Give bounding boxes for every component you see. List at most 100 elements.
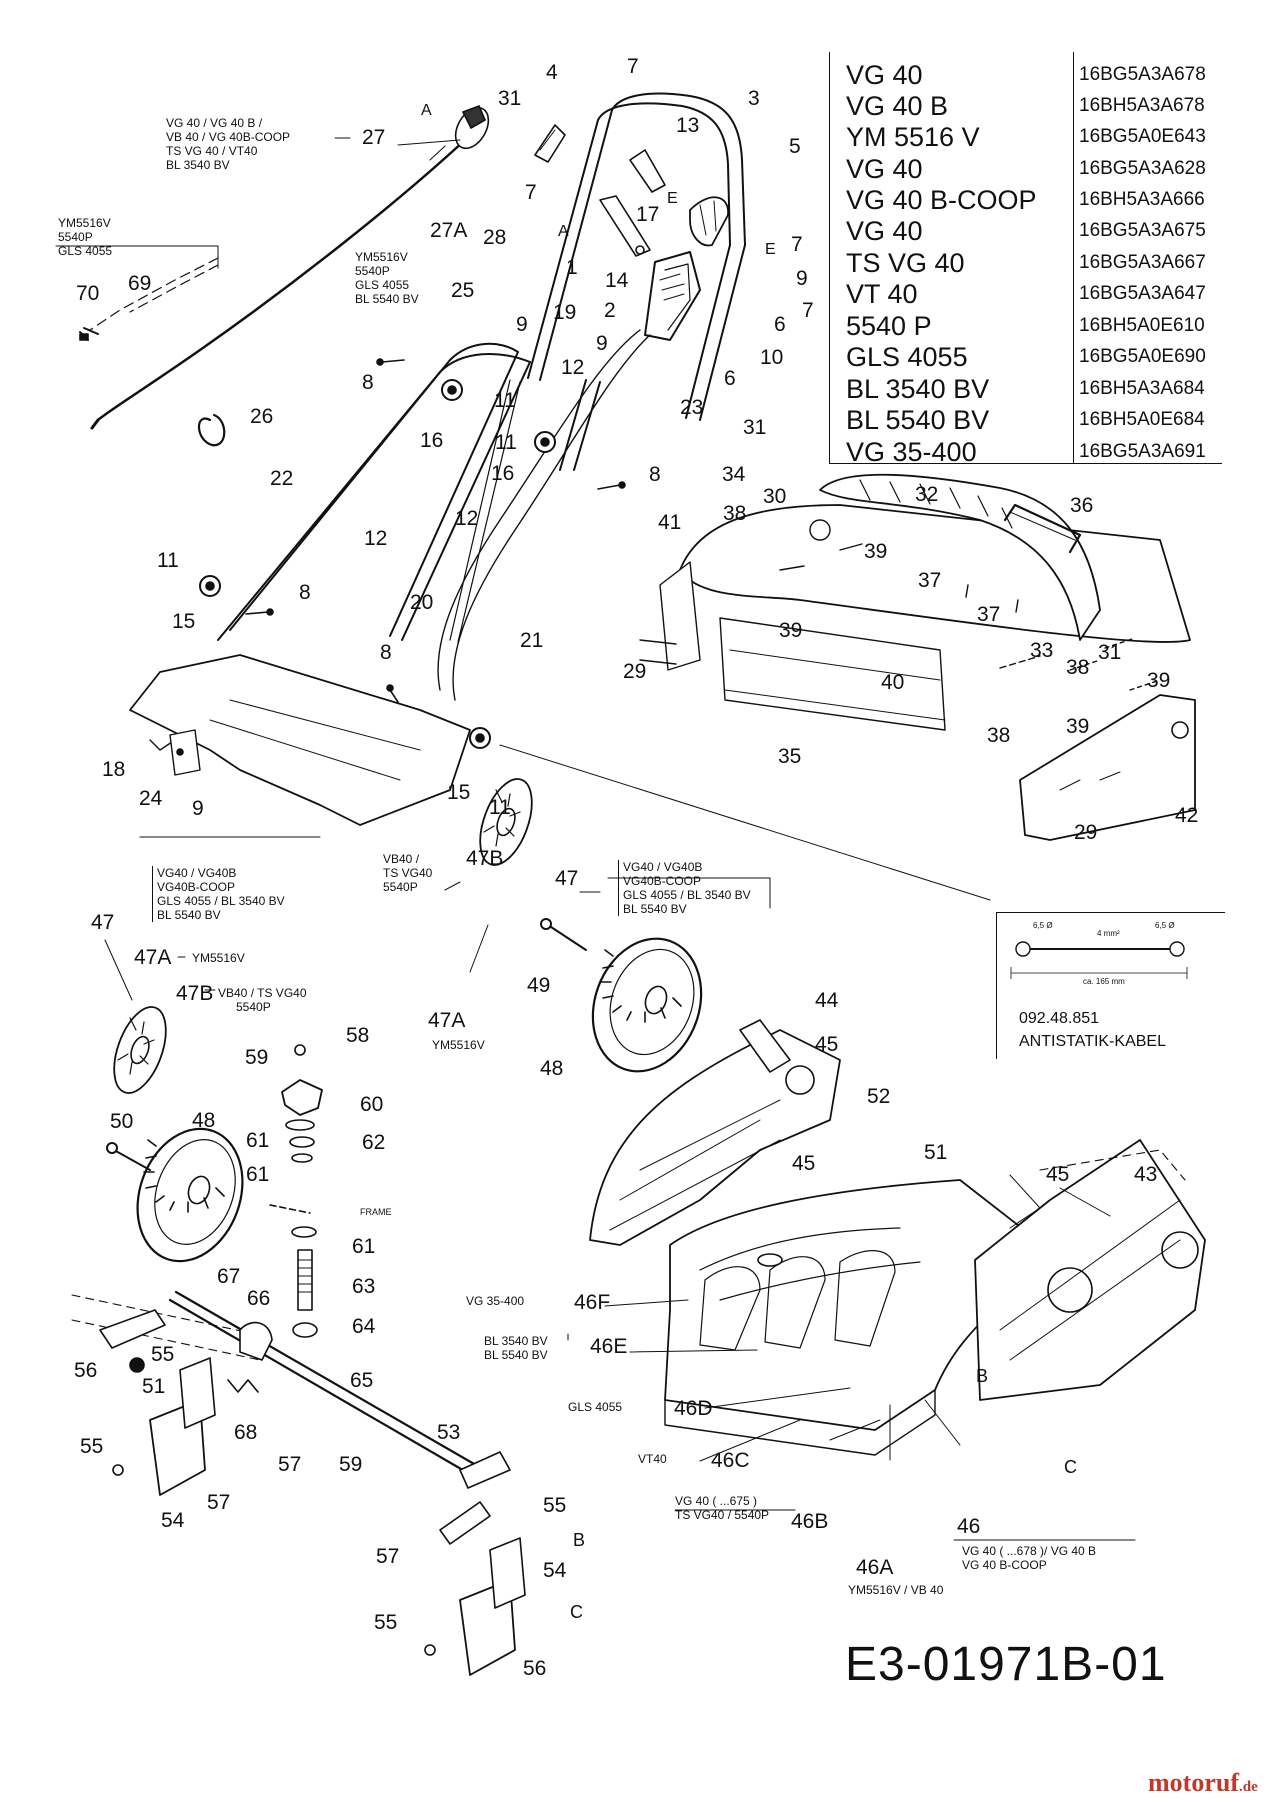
callout-40: 40 <box>881 671 905 694</box>
leader-lines-46 <box>604 1174 1111 1462</box>
callout-22: 22 <box>270 467 294 490</box>
note-46a: YM5516V / VB 40 <box>848 1583 943 1597</box>
note-line: VG 40 ( ...678 )/ VG 40 B <box>962 1544 1097 1558</box>
callout-59: 59 <box>245 1046 269 1069</box>
callout-37: 37 <box>977 603 1001 626</box>
callout-E: E <box>765 241 776 258</box>
callout-47B: 47B <box>466 847 504 870</box>
callout-3: 3 <box>748 87 760 110</box>
callout-51: 51 <box>924 1141 948 1164</box>
callout-B: B <box>573 1530 586 1550</box>
callout-10: 10 <box>760 346 784 369</box>
note-27: VG 40 / VG 40 B / VB 40 / VG 40B-COOP TS… <box>166 116 290 172</box>
model-name: VG 40 <box>846 154 923 184</box>
callout-52: 52 <box>867 1085 891 1108</box>
callout-A: A <box>558 223 569 240</box>
model-code: 16BH5A3A666 <box>1079 189 1205 210</box>
callout-5: 5 <box>789 135 801 158</box>
callout-7: 7 <box>791 233 803 256</box>
callout-54: 54 <box>161 1509 185 1532</box>
callout-31: 31 <box>498 87 522 110</box>
side-panel-44 <box>589 1019 841 1246</box>
model-code: 16BH5A3A678 <box>1079 95 1205 116</box>
note-line: YM5516V <box>432 1038 485 1052</box>
callout-46: 46 <box>957 1515 981 1538</box>
frame-label: FRAME <box>360 1206 392 1219</box>
callout-25: 25 <box>451 279 475 302</box>
note-line: VG 40 / VG 40 B / <box>166 116 263 130</box>
callout-50: 50 <box>110 1110 134 1133</box>
note-46e: BL 3540 BV BL 5540 BV <box>484 1334 548 1362</box>
callout-33: 33 <box>1030 639 1054 662</box>
callout-35: 35 <box>778 745 802 768</box>
antistatic-cable-inset: 6,5 Ø 4 mm² 6,5 Ø ca. 165 mm 092.48.851 … <box>996 912 1225 1059</box>
callout-14: 14 <box>605 269 629 292</box>
model-name: GLS 4055 <box>846 342 968 372</box>
callout-8: 8 <box>380 641 392 664</box>
model-code: 16BH5A0E684 <box>1079 409 1205 430</box>
note-line: 5540P <box>236 1000 271 1014</box>
callout-55: 55 <box>543 1494 567 1517</box>
note-line: BL 3540 BV <box>484 1334 548 1348</box>
callout-65: 65 <box>350 1369 374 1392</box>
callout-7: 7 <box>802 299 814 322</box>
callout-29: 29 <box>1074 821 1098 844</box>
callout-46C: 46C <box>711 1449 750 1472</box>
watermark-name: motoruf <box>1148 1768 1239 1797</box>
callout-57: 57 <box>376 1545 400 1568</box>
callout-18: 18 <box>102 758 126 781</box>
callout-48: 48 <box>540 1057 564 1080</box>
callout-16: 16 <box>491 462 515 485</box>
bracket-4 <box>534 124 566 163</box>
model-name: VG 40 B-COOP <box>846 185 1037 215</box>
watermark-tld: .de <box>1238 1779 1258 1795</box>
callout-64: 64 <box>352 1315 376 1338</box>
note-47b-left: VB40 / TS VG40 5540P <box>218 986 307 1014</box>
callout-24: 24 <box>139 787 163 810</box>
callout-20: 20 <box>410 591 434 614</box>
model-name: VG 40 B <box>846 91 949 121</box>
callout-26: 26 <box>250 405 274 428</box>
callout-49: 49 <box>527 974 551 997</box>
cable-part-number: 092.48.851 <box>1019 1010 1100 1027</box>
callout-53: 53 <box>437 1421 461 1444</box>
rear-cover-assembly <box>639 504 1191 731</box>
callout-43: 43 <box>1134 1163 1158 1186</box>
callout-61: 61 <box>246 1163 270 1186</box>
screws-8 <box>245 358 626 703</box>
table-row: VG 40 B-COOP 16BH5A3A666 <box>830 183 1222 215</box>
model-name: BL 5540 BV <box>846 405 990 435</box>
callout-57: 57 <box>207 1491 231 1514</box>
model-name: VG 40 <box>846 216 923 246</box>
note-47a-left: YM5516V <box>192 951 245 965</box>
callout-62: 62 <box>362 1131 386 1154</box>
callout-9: 9 <box>796 267 808 290</box>
note-46d: GLS 4055 <box>568 1400 622 1414</box>
screws-37-38-39 <box>779 543 1161 691</box>
watermark-logo[interactable]: motoruf.de <box>1148 1768 1258 1798</box>
callout-46A: 46A <box>856 1556 894 1579</box>
note-line: GLS 4055 <box>58 244 113 258</box>
note-line: 5540P <box>58 230 93 244</box>
callout-47A: 47A <box>428 1009 466 1032</box>
note-69-70: YM5516V 5540P GLS 4055 <box>58 216 112 258</box>
note-line: VG40B-COOP <box>623 874 702 888</box>
cable-length: ca. 165 mm <box>1083 977 1125 986</box>
housing-deck-46 <box>664 1179 1051 1456</box>
callout-56: 56 <box>523 1657 547 1680</box>
callout-12: 12 <box>561 356 585 379</box>
rear-axle-53 <box>71 1290 511 1545</box>
callout-8: 8 <box>362 371 374 394</box>
note-line: BL 5540 BV <box>623 902 687 916</box>
note-46c: VT40 <box>638 1452 667 1466</box>
callout-7: 7 <box>627 55 639 78</box>
note-line: BL 5540 BV <box>484 1348 548 1362</box>
callout-11: 11 <box>489 796 511 819</box>
lower-handle-22-23 <box>217 342 601 643</box>
cable-end-group-69-70 <box>55 245 219 341</box>
model-code: 16BG5A3A628 <box>1079 158 1206 179</box>
